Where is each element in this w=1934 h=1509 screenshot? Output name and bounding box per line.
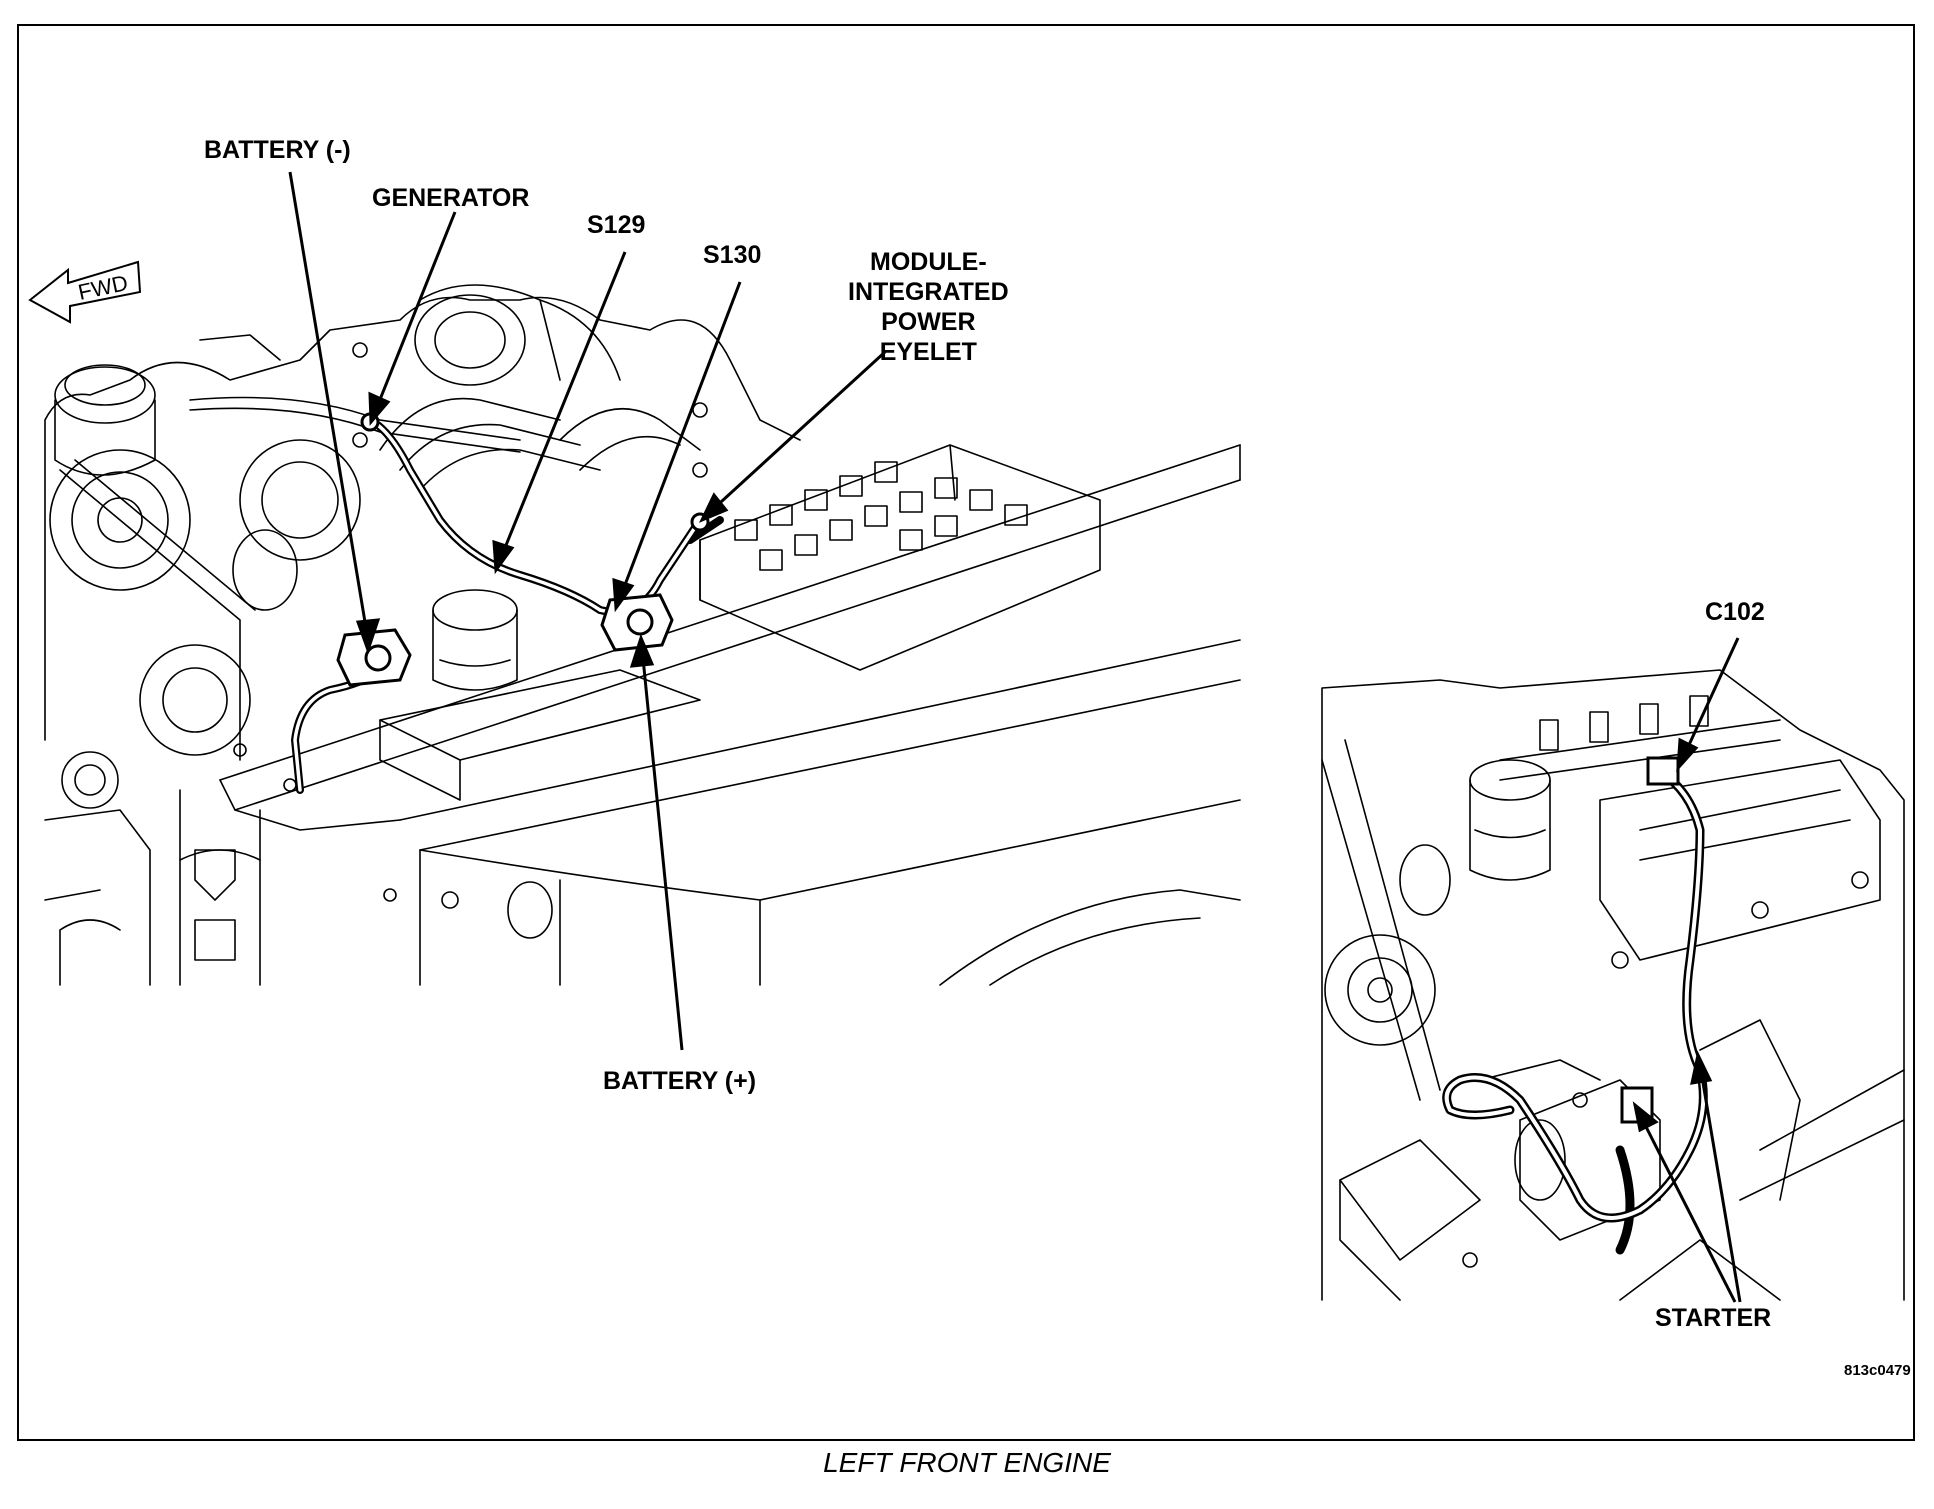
s129-label: S129: [587, 211, 646, 239]
fwd-label: FWD: [76, 270, 130, 305]
battery-terminals: [336, 412, 710, 687]
figure-caption: LEFT FRONT ENGINE: [823, 1447, 1111, 1478]
c102-label: C102: [1705, 598, 1765, 626]
starter-inset-view: [1321, 669, 1905, 1301]
battery-negative-label: BATTERY (-): [204, 136, 351, 164]
leader-lines-main: [288, 171, 887, 1051]
starter-label: STARTER: [1655, 1304, 1772, 1332]
generator-label: GENERATOR: [372, 184, 530, 212]
module-label-line-4: EYELET: [879, 338, 977, 366]
battery-positive-label: BATTERY (+): [603, 1067, 757, 1095]
figure-id: 813c0479: [1844, 1362, 1911, 1379]
module-label-line-1: MODULE-: [870, 248, 987, 276]
figure-frame: [17, 24, 1915, 1441]
main-engine-view: [44, 284, 1241, 986]
fwd-arrow: FWD: [28, 260, 142, 324]
starter-cable: [1442, 767, 1708, 1255]
starter-cable-inner: [1444, 770, 1706, 1220]
starter-connectors: [1620, 756, 1680, 1124]
module-integrated-power-eyelet-label: MODULE- INTEGRATED POWER EYELET: [848, 247, 1009, 367]
leader-lines-inset: [1632, 637, 1742, 1303]
module-label-line-3: POWER: [881, 308, 976, 336]
module-label-line-2: INTEGRATED: [848, 278, 1009, 306]
s130-label: S130: [703, 241, 762, 269]
